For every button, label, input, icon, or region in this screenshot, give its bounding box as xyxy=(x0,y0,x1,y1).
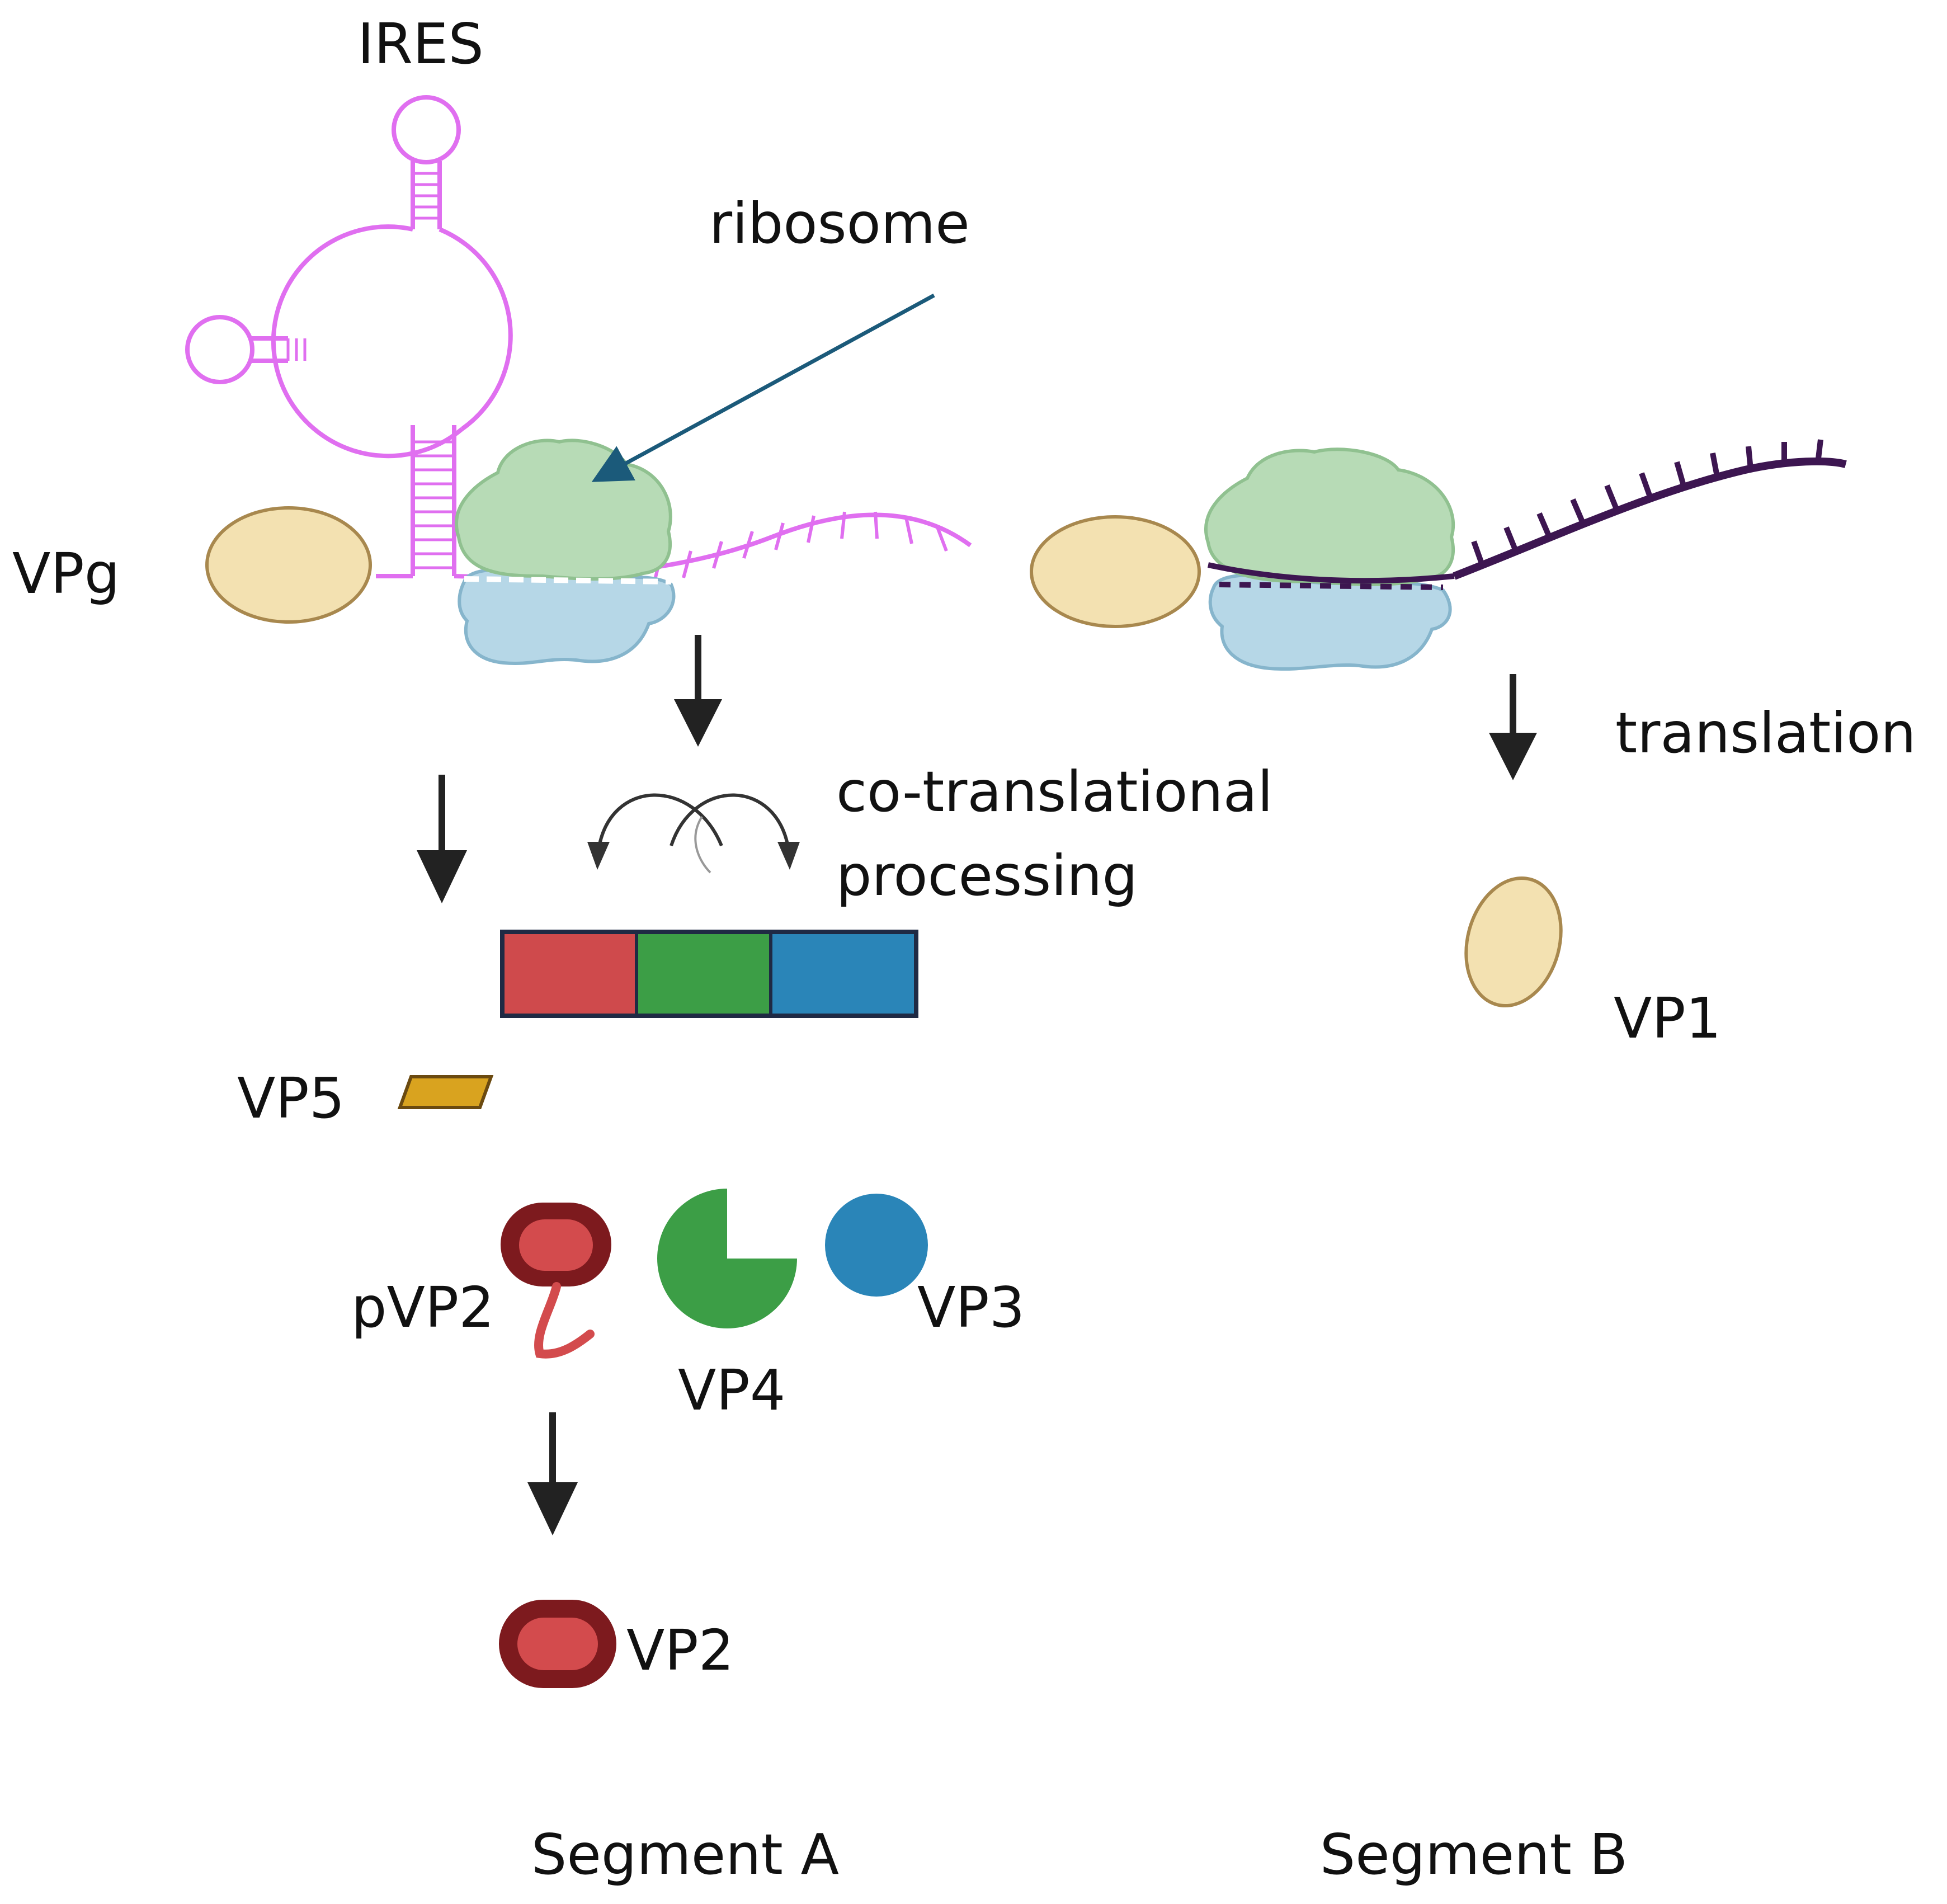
vp4-protein xyxy=(657,1189,797,1328)
flow-arrow-to-polyprotein xyxy=(417,775,467,903)
vp1-protein xyxy=(1464,876,1563,1008)
polyprotein-bar xyxy=(500,930,918,1018)
segment-b-mrna-under-ribosome xyxy=(1207,562,1455,584)
vp3-protein xyxy=(825,1194,928,1297)
vp5-protein xyxy=(397,1075,494,1109)
label-translation: translation xyxy=(1615,700,1916,766)
label-ribosome: ribosome xyxy=(709,191,970,256)
ires-mrna-bases xyxy=(652,511,948,587)
label-ires: IRES xyxy=(357,11,484,77)
polyprotein-segment-vp4 xyxy=(637,932,771,1016)
ribosome-mrna-dashes-a xyxy=(464,576,672,585)
ribosome-small-subunit-a xyxy=(458,568,676,666)
label-pvp2: pVP2 xyxy=(351,1275,494,1340)
label-co-translational: co-translational xyxy=(836,759,1273,824)
label-vpg: VPg xyxy=(12,541,120,606)
flow-arrow-to-vp2 xyxy=(527,1412,578,1535)
pvp2-protein xyxy=(501,1203,611,1359)
vp2-protein xyxy=(499,1600,616,1688)
segment-b-mrna xyxy=(1453,457,1847,580)
segment-b-mrna-bases xyxy=(1471,439,1823,566)
polyprotein-segment-vp3 xyxy=(771,932,916,1016)
flow-arrow-translation xyxy=(1489,674,1537,780)
ires-stem-rungs xyxy=(286,172,454,569)
label-segment-b: Segment B xyxy=(1320,1822,1628,1887)
label-processing: processing xyxy=(836,843,1138,908)
ribosome-mrna-dashes-b xyxy=(1219,582,1444,590)
label-vp4: VP4 xyxy=(678,1358,785,1423)
label-vp2: VP2 xyxy=(626,1618,734,1683)
vpg-protein-a xyxy=(205,506,372,624)
label-vp3: VP3 xyxy=(917,1275,1025,1340)
label-vp5: VP5 xyxy=(237,1066,345,1131)
processing-curved-arrows-icon xyxy=(587,793,800,874)
ribosome-small-subunit-b xyxy=(1208,573,1452,671)
label-segment-a: Segment A xyxy=(531,1822,839,1887)
ribosome-large-subunit-b xyxy=(1204,447,1455,586)
vpg-protein-b xyxy=(1030,515,1201,628)
ribosome-large-subunit-a xyxy=(455,439,672,581)
ribosome-pointer-arrow xyxy=(591,293,935,482)
label-vp1: VP1 xyxy=(1614,986,1721,1051)
flow-arrow-ribosome-a xyxy=(674,635,722,747)
polyprotein-segment-pvp2 xyxy=(502,932,637,1016)
